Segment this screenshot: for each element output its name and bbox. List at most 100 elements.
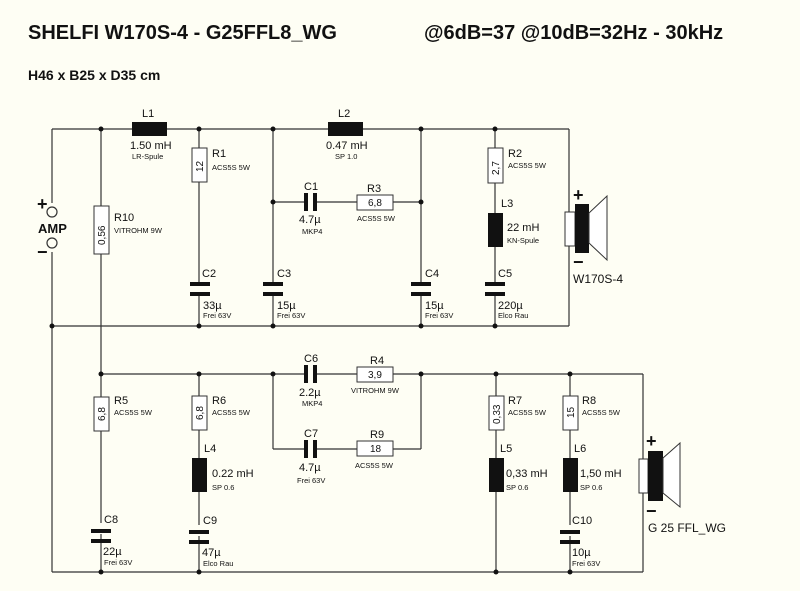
resistor-R4[interactable]: 3,9 R4 VITROHM 9W bbox=[351, 355, 400, 395]
svg-text:SP 0.6: SP 0.6 bbox=[506, 483, 528, 492]
capacitor-C5[interactable]: C5 220µ Elco Rau bbox=[485, 268, 528, 320]
resistor-R9[interactable]: 18 R9 ACS5S 5W bbox=[355, 429, 394, 470]
svg-text:Elco Rau: Elco Rau bbox=[498, 311, 528, 320]
svg-text:L5: L5 bbox=[500, 443, 512, 455]
svg-text:Frei 63V: Frei 63V bbox=[297, 476, 325, 485]
svg-text:6,8: 6,8 bbox=[195, 406, 206, 420]
svg-text:L4: L4 bbox=[204, 443, 216, 455]
woofer-minus: − bbox=[573, 252, 584, 272]
circuit-title: SHELFI W170S-4 - G25FFL8_WG bbox=[28, 22, 337, 44]
svg-text:15µ: 15µ bbox=[425, 300, 444, 312]
svg-text:ACS5S 5W: ACS5S 5W bbox=[212, 408, 251, 417]
svg-text:C7: C7 bbox=[304, 428, 318, 440]
capacitor-C7[interactable]: C7 4.7µ Frei 63V bbox=[297, 428, 325, 485]
resistor-R10[interactable]: 0,56 R10 VITROHM 9W bbox=[93, 205, 163, 255]
svg-text:VITROHM 9W: VITROHM 9W bbox=[114, 226, 163, 235]
svg-text:R3: R3 bbox=[367, 183, 381, 195]
svg-text:47µ: 47µ bbox=[202, 547, 221, 559]
capacitor-C10[interactable]: C10 10µ Frei 63V bbox=[560, 515, 600, 568]
inductor-L3[interactable]: L3 22 mH KN-Spule bbox=[488, 198, 539, 247]
resistor-R3[interactable]: 6,8 R3 ACS5S 5W bbox=[356, 183, 396, 223]
svg-text:C1: C1 bbox=[304, 181, 318, 193]
svg-text:ACS5S 5W: ACS5S 5W bbox=[508, 161, 547, 170]
tweeter-speaker-icon[interactable]: + − G 25 FFL_WG bbox=[638, 431, 726, 535]
svg-text:R5: R5 bbox=[114, 395, 128, 407]
svg-text:C10: C10 bbox=[572, 515, 592, 527]
svg-text:ACS5S 5W: ACS5S 5W bbox=[508, 408, 547, 417]
resistor-R7[interactable]: 0,33 R7 ACS5S 5W bbox=[488, 395, 547, 431]
svg-text:L3: L3 bbox=[501, 198, 513, 210]
svg-text:3,9: 3,9 bbox=[368, 370, 382, 381]
inductor-L2[interactable]: L2 0.47 mH SP 1.0 bbox=[326, 108, 368, 161]
svg-text:1.50 mH: 1.50 mH bbox=[130, 140, 172, 152]
svg-text:2.2µ: 2.2µ bbox=[299, 387, 321, 399]
svg-text:R1: R1 bbox=[212, 148, 226, 160]
woofer-speaker-icon[interactable]: + − W170S-4 bbox=[564, 185, 623, 286]
resistor-R5[interactable]: 6,8 R5 ACS5S 5W bbox=[93, 395, 153, 432]
svg-text:R9: R9 bbox=[370, 429, 384, 441]
svg-text:6,8: 6,8 bbox=[97, 407, 108, 421]
svg-text:R4: R4 bbox=[370, 355, 384, 367]
amp-minus-sign: − bbox=[37, 242, 48, 262]
capacitor-C2[interactable]: C2 33µ Frei 63V bbox=[190, 268, 231, 320]
tweeter-minus: − bbox=[646, 501, 657, 521]
svg-text:ACS5S 5W: ACS5S 5W bbox=[357, 214, 396, 223]
cabinet-dimensions: H46 x B25 x D35 cm bbox=[28, 67, 161, 83]
svg-text:ACS5S 5W: ACS5S 5W bbox=[114, 408, 153, 417]
resistor-R1[interactable]: 12 R1 ACS5S 5W bbox=[191, 147, 251, 183]
capacitor-C9[interactable]: C9 47µ Elco Rau bbox=[189, 515, 233, 568]
svg-text:L6: L6 bbox=[574, 443, 586, 455]
resistor-R2[interactable]: 2,7 R2 ACS5S 5W bbox=[487, 147, 547, 184]
svg-text:12: 12 bbox=[195, 160, 206, 172]
inductor-L4[interactable]: L4 0.22 mH SP 0.6 bbox=[192, 443, 254, 492]
svg-text:MKP4: MKP4 bbox=[302, 399, 322, 408]
svg-text:15µ: 15µ bbox=[277, 300, 296, 312]
svg-text:C5: C5 bbox=[498, 268, 512, 280]
svg-text:R8: R8 bbox=[582, 395, 596, 407]
capacitor-C3[interactable]: C3 15µ Frei 63V bbox=[263, 268, 305, 320]
inductor-L1[interactable]: L1 1.50 mH LR-Spule bbox=[130, 108, 172, 161]
woofer-plus: + bbox=[573, 185, 584, 205]
svg-text:33µ: 33µ bbox=[203, 300, 222, 312]
svg-text:Frei 63V: Frei 63V bbox=[203, 311, 231, 320]
capacitor-C6[interactable]: C6 2.2µ MKP4 bbox=[299, 353, 322, 408]
svg-text:SP 1.0: SP 1.0 bbox=[335, 152, 357, 161]
tweeter-plus: + bbox=[646, 431, 657, 451]
svg-text:R2: R2 bbox=[508, 148, 522, 160]
svg-text:Frei 63V: Frei 63V bbox=[277, 311, 305, 320]
tweeter-label: G 25 FFL_WG bbox=[648, 521, 726, 535]
inductor-L5[interactable]: L5 0,33 mH SP 0.6 bbox=[489, 443, 548, 492]
svg-text:C4: C4 bbox=[425, 268, 439, 280]
capacitor-C8[interactable]: C8 22µ Frei 63V bbox=[91, 514, 132, 567]
svg-text:22µ: 22µ bbox=[103, 546, 122, 558]
amp-plus-terminal[interactable] bbox=[46, 206, 58, 218]
amp-terminals[interactable]: + − AMP bbox=[37, 194, 67, 262]
svg-text:C3: C3 bbox=[277, 268, 291, 280]
capacitor-C4[interactable]: C4 15µ Frei 63V bbox=[411, 268, 453, 320]
svg-text:18: 18 bbox=[370, 444, 382, 455]
svg-text:LR-Spule: LR-Spule bbox=[132, 152, 163, 161]
svg-text:R10: R10 bbox=[114, 212, 134, 224]
svg-text:R7: R7 bbox=[508, 395, 522, 407]
svg-text:15: 15 bbox=[566, 406, 577, 418]
svg-text:4.7µ: 4.7µ bbox=[299, 214, 321, 226]
svg-text:6,8: 6,8 bbox=[368, 198, 382, 209]
svg-text:C2: C2 bbox=[202, 268, 216, 280]
resistor-R6[interactable]: 6,8 R6 ACS5S 5W bbox=[191, 395, 251, 431]
svg-text:KN-Spule: KN-Spule bbox=[507, 236, 539, 245]
woofer-label: W170S-4 bbox=[573, 272, 623, 286]
svg-text:ACS5S 5W: ACS5S 5W bbox=[355, 461, 394, 470]
svg-text:C6: C6 bbox=[304, 353, 318, 365]
amp-minus-terminal[interactable] bbox=[46, 237, 58, 249]
svg-text:Elco Rau: Elco Rau bbox=[203, 559, 233, 568]
wires bbox=[51, 128, 644, 573]
frequency-response: @6dB=37 @10dB=32Hz - 30kHz bbox=[424, 22, 724, 44]
inductor-L6[interactable]: L6 1,50 mH SP 0.6 bbox=[563, 443, 622, 492]
svg-text:0.47 mH: 0.47 mH bbox=[326, 140, 368, 152]
svg-text:Frei 63V: Frei 63V bbox=[104, 558, 132, 567]
resistor-R8[interactable]: 15 R8 ACS5S 5W bbox=[562, 395, 621, 431]
svg-text:2,7: 2,7 bbox=[491, 161, 502, 175]
capacitor-C1[interactable]: C1 4.7µ MKP4 bbox=[299, 181, 322, 236]
svg-text:0,33 mH: 0,33 mH bbox=[506, 468, 548, 480]
